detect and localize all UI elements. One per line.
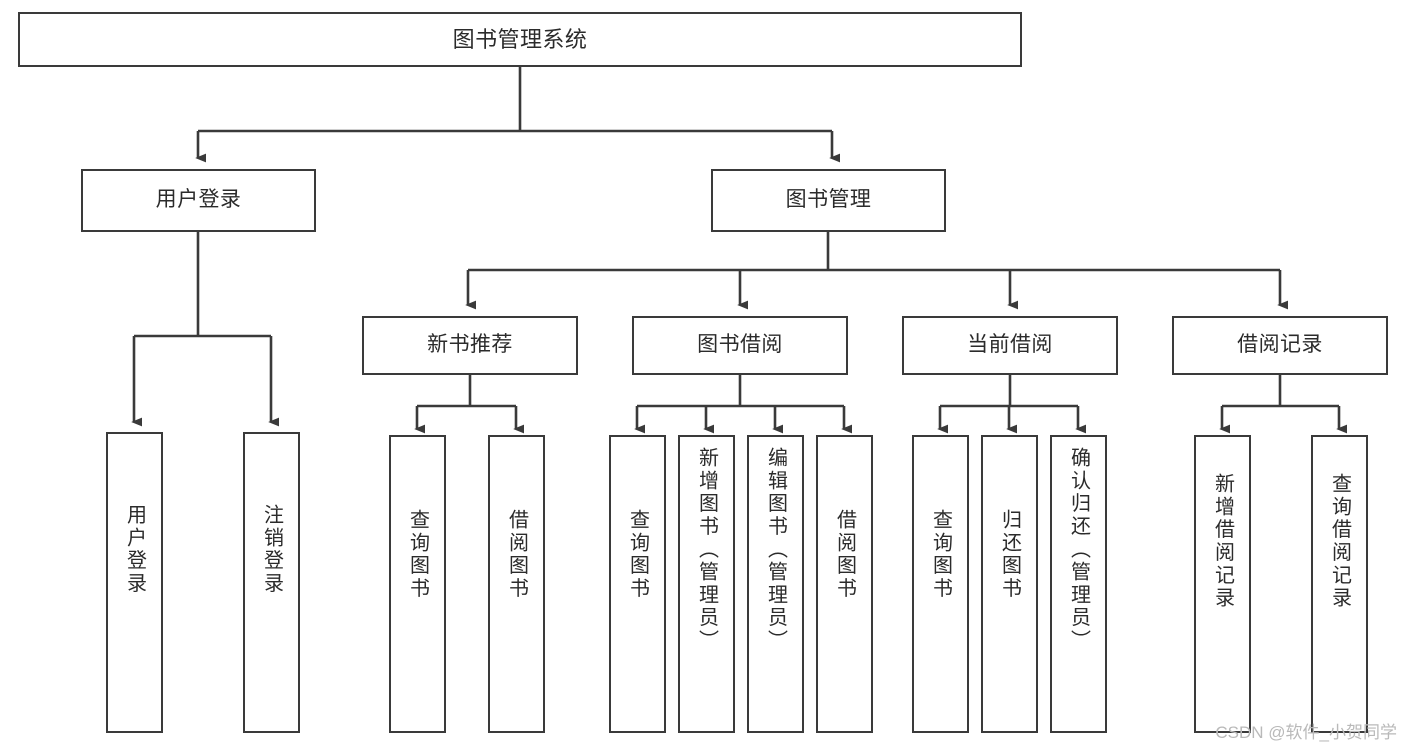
csdn-watermark: CSDN @软件_小贺同学 xyxy=(1215,723,1397,742)
node-leaf-return-book[interactable]: 归还图书 xyxy=(981,435,1038,733)
node-label: 借阅图书 xyxy=(833,509,856,601)
node-book-borrow[interactable]: 图书借阅 xyxy=(632,316,848,375)
node-root-system[interactable]: 图书管理系统 xyxy=(18,12,1022,67)
node-leaf-borrow-book-1[interactable]: 借阅图书 xyxy=(488,435,545,733)
node-leaf-edit-book[interactable]: 编辑图书（管理员） xyxy=(747,435,804,733)
node-new-book-recommend[interactable]: 新书推荐 xyxy=(362,316,578,375)
node-leaf-query-record[interactable]: 查询借阅记录 xyxy=(1311,435,1368,733)
node-label: 图书借阅 xyxy=(697,333,783,357)
node-label: 借阅记录 xyxy=(1237,333,1323,357)
node-label: 确认归还（管理员） xyxy=(1067,447,1090,653)
node-label: 借阅图书 xyxy=(505,509,528,601)
node-label: 查询图书 xyxy=(406,509,429,601)
node-label: 图书管理 xyxy=(785,188,872,212)
node-label: 编辑图书（管理员） xyxy=(764,447,787,653)
node-label: 用户登录 xyxy=(155,188,242,212)
node-leaf-borrow-book-2[interactable]: 借阅图书 xyxy=(816,435,873,733)
node-borrow-record[interactable]: 借阅记录 xyxy=(1172,316,1388,375)
node-leaf-add-book[interactable]: 新增图书（管理员） xyxy=(678,435,735,733)
node-label: 归还图书 xyxy=(998,509,1021,601)
node-label: 新增图书（管理员） xyxy=(695,447,718,653)
node-leaf-confirm-return[interactable]: 确认归还（管理员） xyxy=(1050,435,1107,733)
node-label: 查询借阅记录 xyxy=(1328,473,1351,610)
node-current-borrow[interactable]: 当前借阅 xyxy=(902,316,1118,375)
node-book-manage[interactable]: 图书管理 xyxy=(711,169,946,232)
node-label: 注销登录 xyxy=(260,504,283,596)
node-label: 用户登录 xyxy=(123,504,146,596)
node-leaf-user-login[interactable]: 用户登录 xyxy=(106,432,163,733)
node-leaf-query-book-1[interactable]: 查询图书 xyxy=(389,435,446,733)
node-label: 新增借阅记录 xyxy=(1211,473,1234,610)
node-leaf-add-record[interactable]: 新增借阅记录 xyxy=(1194,435,1251,733)
node-user-login[interactable]: 用户登录 xyxy=(81,169,316,232)
node-leaf-query-book-3[interactable]: 查询图书 xyxy=(912,435,969,733)
node-label: 当前借阅 xyxy=(967,333,1053,357)
node-label: 新书推荐 xyxy=(427,333,513,357)
node-leaf-query-book-2[interactable]: 查询图书 xyxy=(609,435,666,733)
node-label: 查询图书 xyxy=(626,509,649,601)
node-label: 图书管理系统 xyxy=(452,26,588,52)
node-leaf-logout-login[interactable]: 注销登录 xyxy=(243,432,300,733)
node-label: 查询图书 xyxy=(929,509,952,601)
